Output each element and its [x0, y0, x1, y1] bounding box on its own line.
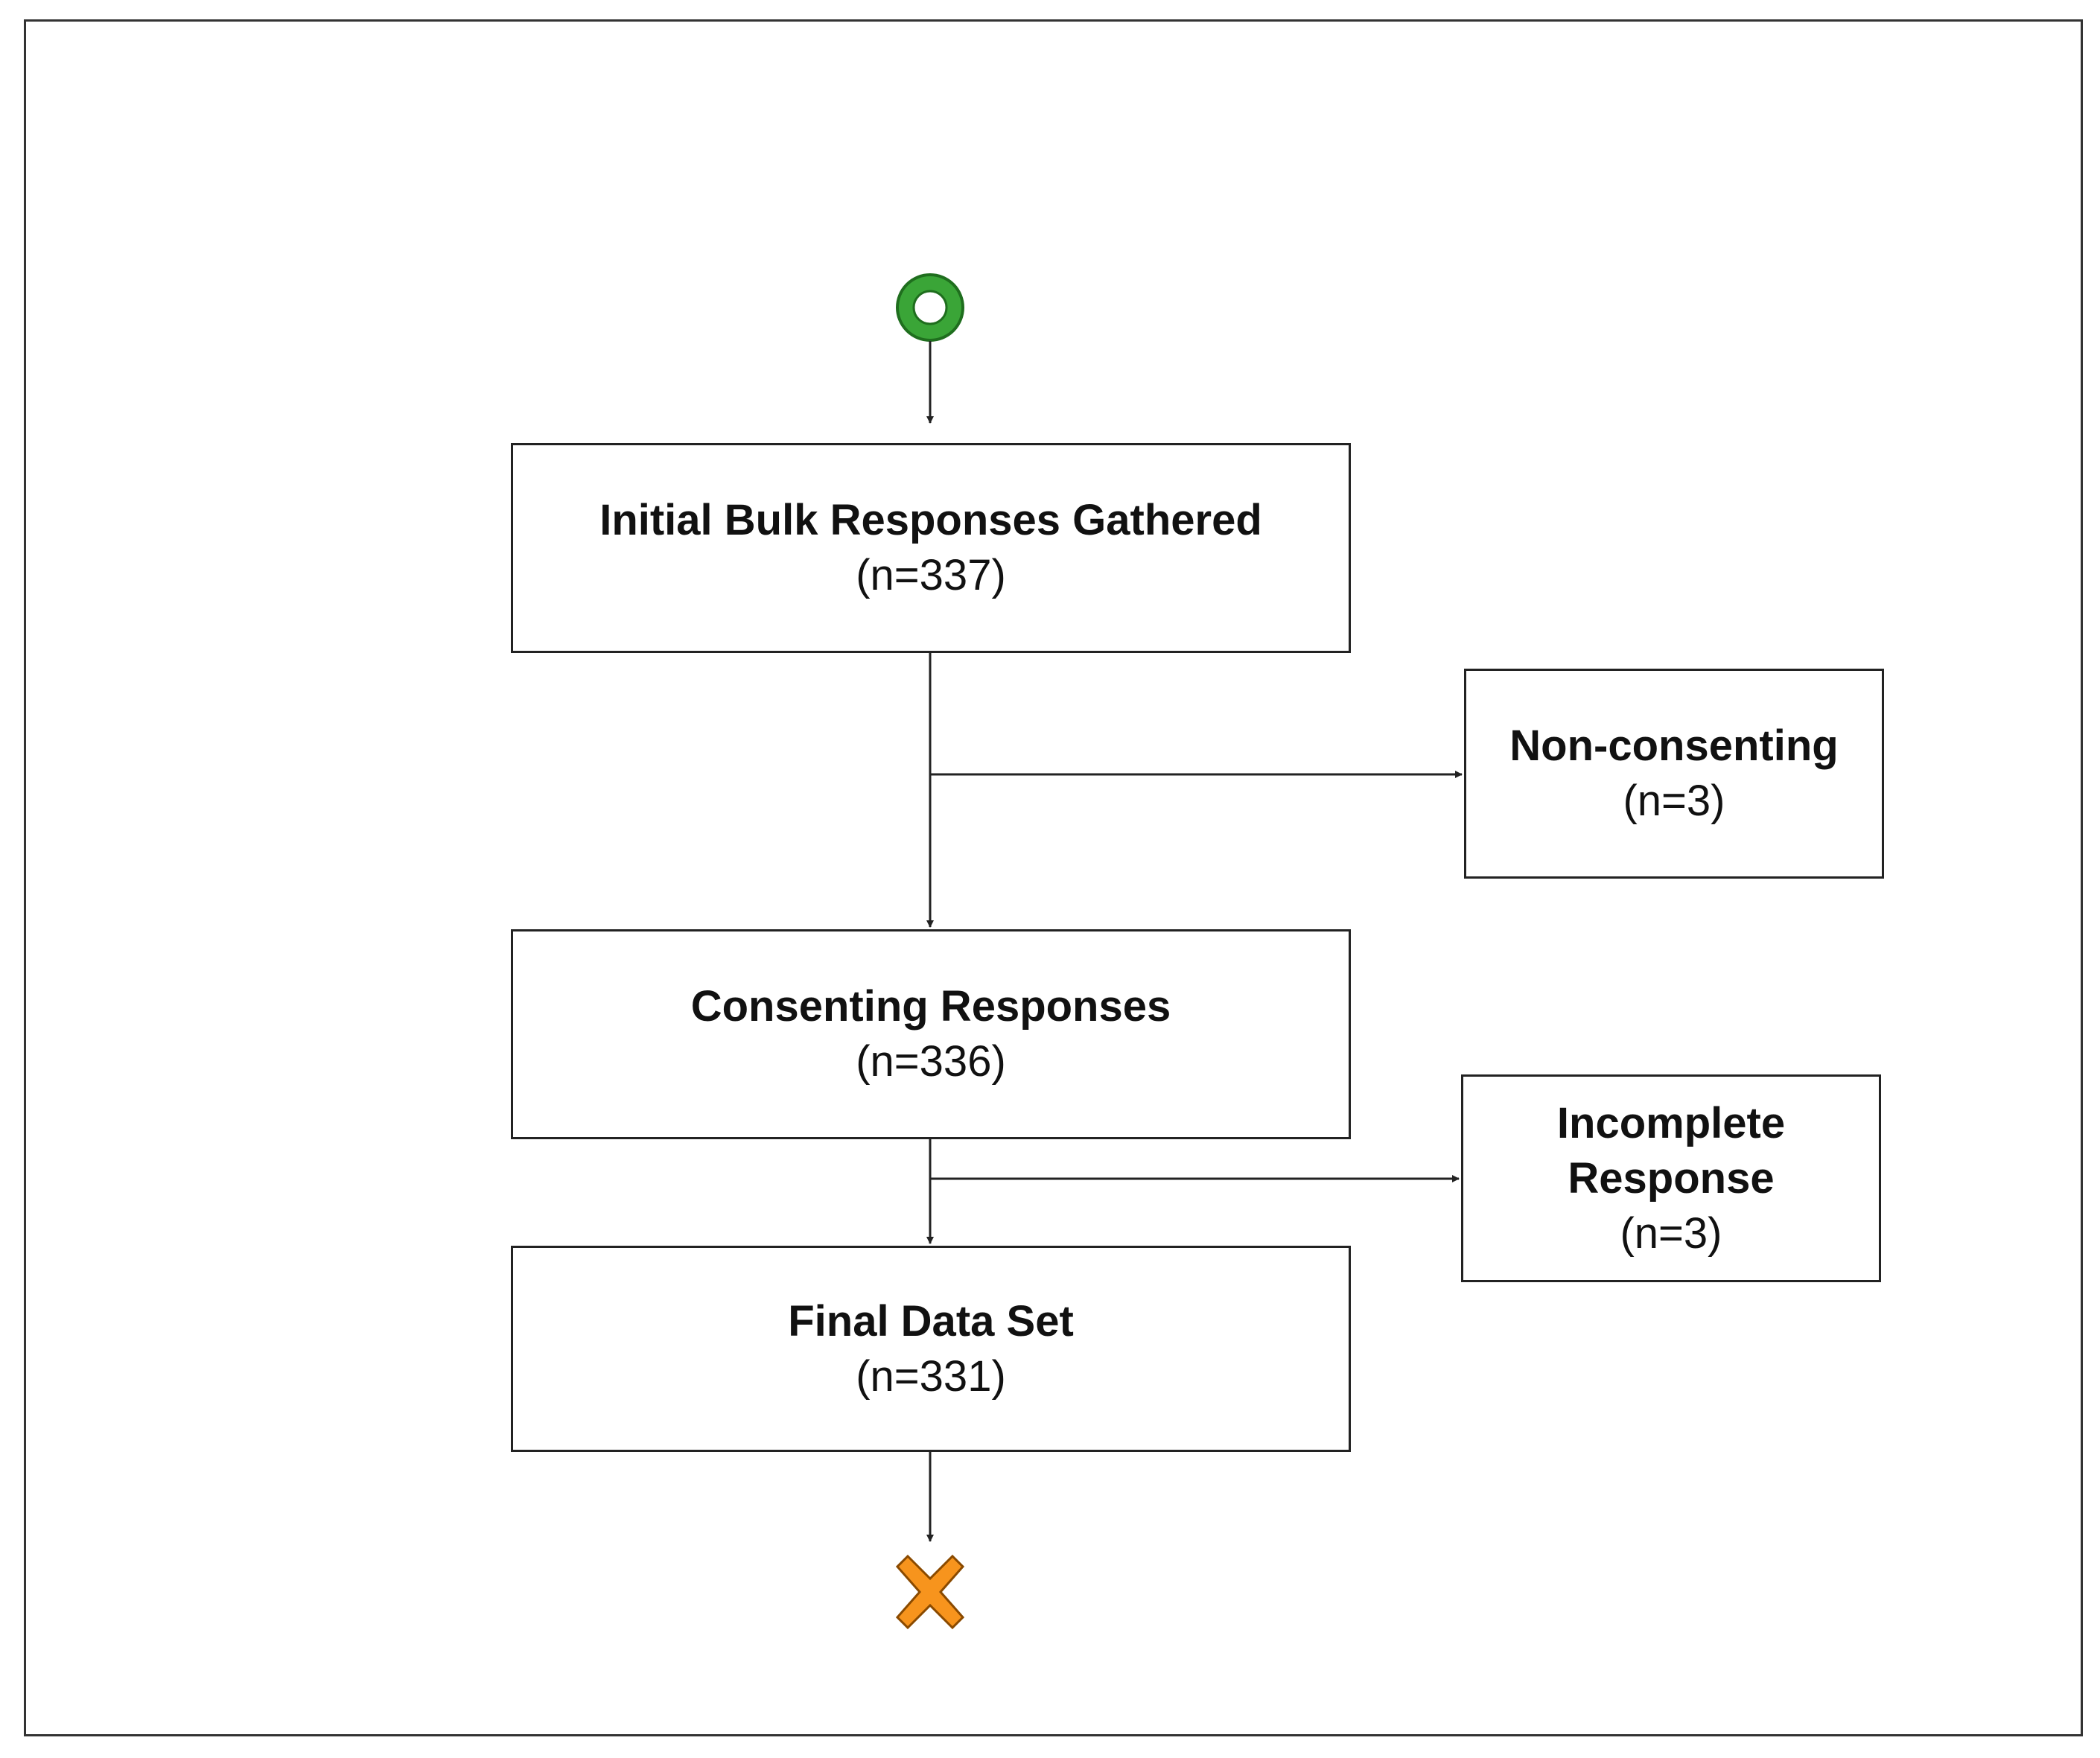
node-initial-bulk-responses: Initial Bulk Responses Gathered (n=337) — [511, 443, 1351, 653]
node-count: (n=337) — [856, 551, 1006, 599]
node-final-data-set: Final Data Set (n=331) — [511, 1246, 1351, 1452]
start-circle-icon — [896, 273, 964, 342]
node-incomplete-response: Incomplete Response (n=3) — [1461, 1074, 1881, 1282]
node-title: Initial Bulk Responses Gathered — [599, 496, 1262, 544]
node-consenting-responses: Consenting Responses (n=336) — [511, 929, 1351, 1139]
node-non-consenting: Non-consenting (n=3) — [1464, 669, 1884, 879]
node-count: (n=3) — [1623, 777, 1725, 825]
diagram-frame — [24, 19, 2083, 1736]
node-count: (n=336) — [856, 1037, 1006, 1086]
node-title: Consenting Responses — [690, 982, 1171, 1031]
node-title: Final Data Set — [788, 1296, 1074, 1345]
x-mark-icon — [895, 1554, 965, 1630]
node-count: (n=3) — [1620, 1208, 1722, 1258]
node-count: (n=331) — [856, 1351, 1006, 1401]
node-title: Non-consenting — [1509, 722, 1839, 770]
node-title: Incomplete Response — [1556, 1098, 1786, 1203]
